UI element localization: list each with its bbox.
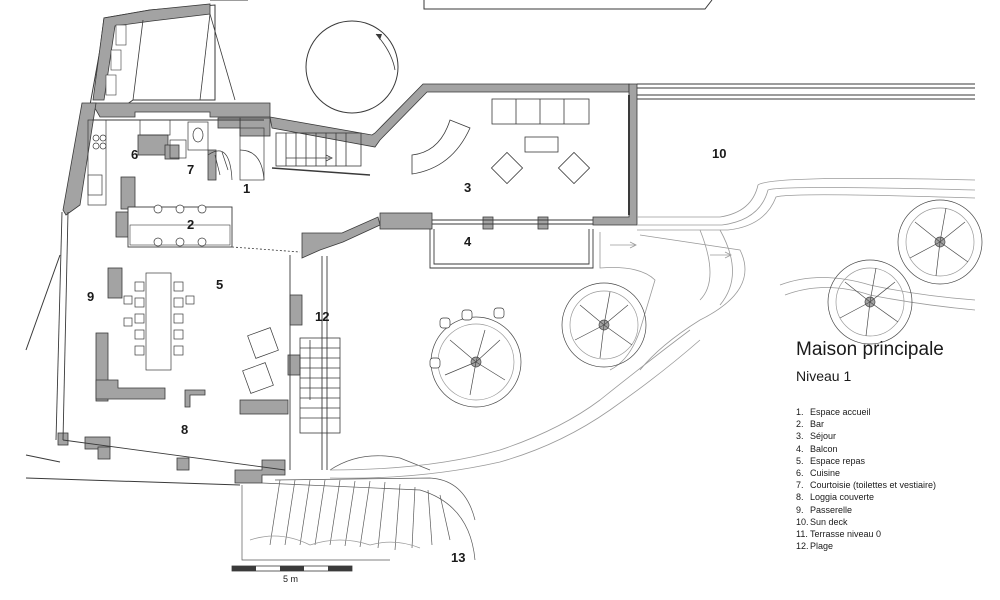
roundabout bbox=[305, 20, 399, 114]
entry-stairs bbox=[271, 132, 371, 176]
tree-icon bbox=[897, 199, 983, 285]
room-number: 4 bbox=[464, 234, 472, 249]
room-number: 13 bbox=[451, 550, 465, 565]
room-number: 9 bbox=[87, 289, 94, 304]
building-outline bbox=[55, 83, 975, 471]
bar-counter bbox=[127, 204, 301, 253]
plan-title: Maison principale bbox=[796, 339, 944, 360]
legend-item: 11.Terrasse niveau 0 bbox=[796, 529, 882, 540]
tree-icon bbox=[827, 259, 913, 345]
room-number: 3 bbox=[464, 180, 471, 195]
kitchen-fixtures bbox=[87, 119, 265, 206]
tree-icon bbox=[561, 282, 647, 368]
room-number: 7 bbox=[187, 162, 194, 177]
dining-table bbox=[123, 272, 279, 394]
annex-wing bbox=[89, 3, 236, 106]
legend-item: 2.Bar bbox=[796, 419, 825, 430]
plage-stairs bbox=[299, 337, 341, 434]
terrace-stairs bbox=[241, 455, 476, 561]
legend-item: 6.Cuisine bbox=[796, 468, 841, 479]
room-number: 12 bbox=[315, 309, 329, 324]
tree-icon bbox=[430, 316, 522, 408]
legend-item: 10.Sun deck bbox=[796, 516, 848, 527]
room-number: 6 bbox=[131, 147, 138, 162]
legend-item: 3.Séjour bbox=[796, 431, 837, 442]
legend-item: 1.Espace accueil bbox=[796, 407, 871, 417]
legend-item: 8.Loggia couverte bbox=[796, 492, 875, 503]
trees bbox=[429, 199, 983, 408]
legend-item: 4.Balcon bbox=[796, 443, 838, 454]
arrow-icon bbox=[376, 34, 382, 40]
room-number: 10 bbox=[712, 146, 726, 161]
room-number: 2 bbox=[187, 217, 194, 232]
living-furniture bbox=[411, 98, 591, 185]
sun-deck bbox=[329, 177, 976, 479]
legend-item: 5.Espace repas bbox=[796, 455, 866, 466]
site-lines bbox=[25, 0, 713, 486]
legend-item: 7.Courtoisie (toilettes et vestiaire) bbox=[796, 480, 937, 491]
room-labels: 1 2 3 4 5 6 7 8 9 10 12 13 bbox=[87, 146, 726, 565]
room-number: 1 bbox=[243, 181, 250, 196]
room-number: 8 bbox=[181, 422, 188, 437]
room-number: 5 bbox=[216, 277, 223, 292]
scale-bar: 5 m bbox=[231, 565, 353, 584]
legend-item: 12.Plage bbox=[796, 541, 834, 552]
legend: Maison principale Niveau 1 1.Espace accu… bbox=[796, 338, 996, 552]
legend-item: 9.Passerelle bbox=[796, 504, 853, 515]
scale-label: 5 m bbox=[283, 574, 298, 584]
plan-subtitle: Niveau 1 bbox=[796, 368, 852, 384]
legend-list: 1.Espace accueil 2.Bar 3.Séjour 4.Balcon… bbox=[796, 406, 996, 552]
